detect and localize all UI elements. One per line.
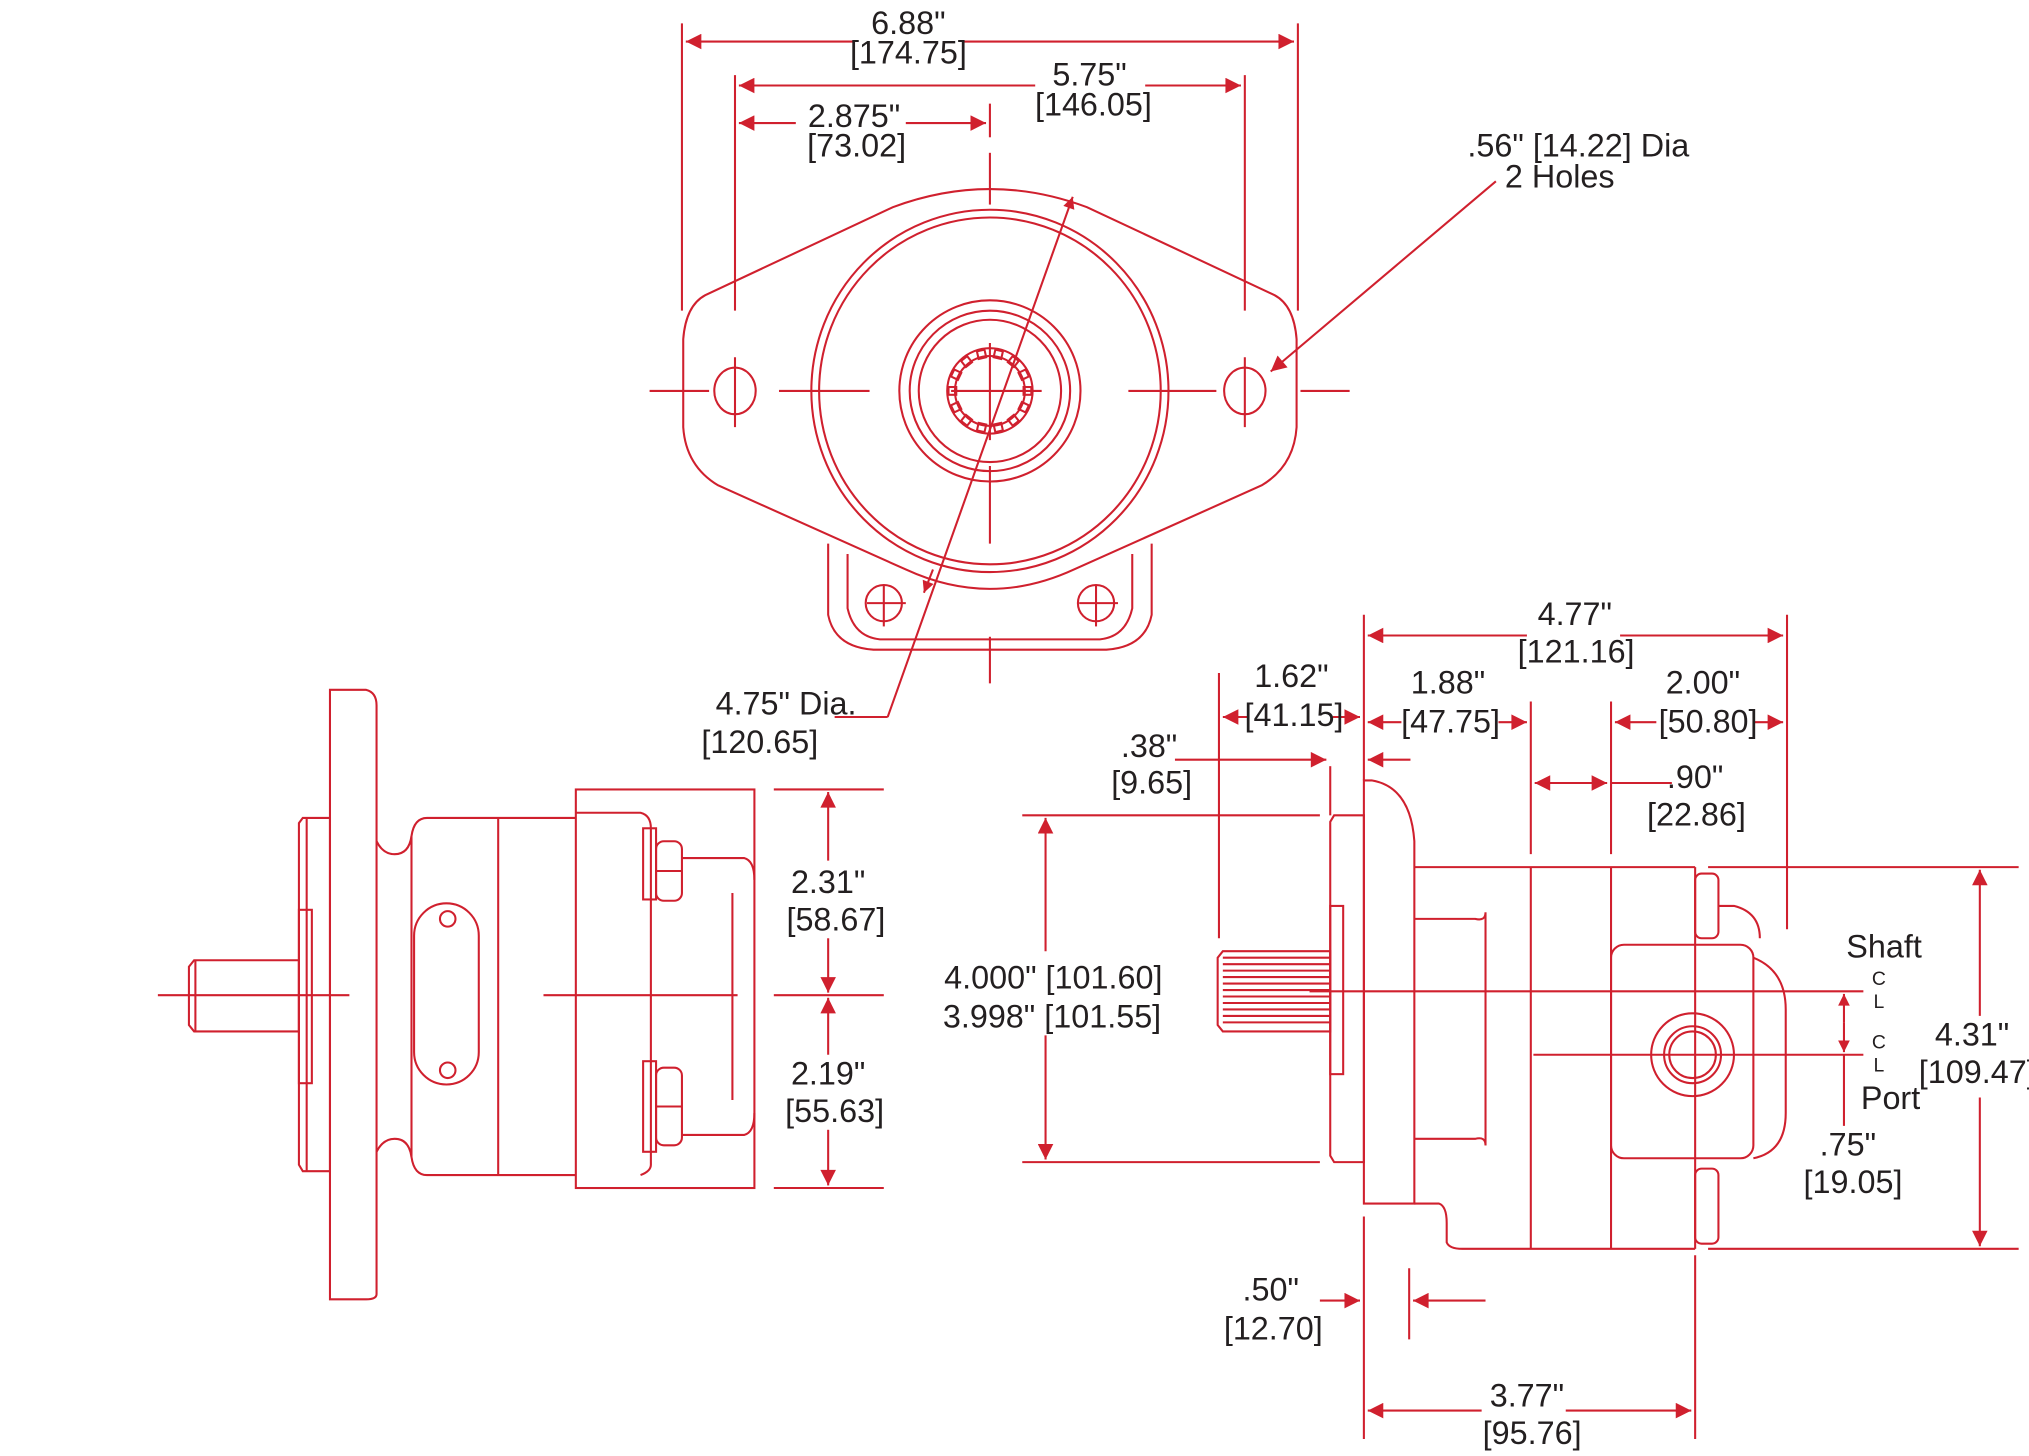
pilot-circle-inner (818, 216, 1162, 566)
shaft-collar (297, 908, 313, 1085)
lower-height-mm: [55.63] (785, 1093, 884, 1129)
end-cover-step (575, 811, 652, 1177)
overall-width-mm: [174.75] (850, 35, 967, 71)
flange-outline (682, 188, 1298, 590)
flange-thickness-mm: [12.70] (1224, 1310, 1323, 1346)
nut (642, 1060, 658, 1153)
lower-lug (827, 543, 1153, 651)
pilot-dia-leader (922, 569, 934, 594)
body-bottom (1414, 1202, 1696, 1250)
end-length-in: 2.00" (1666, 665, 1740, 701)
spline-tooth (992, 348, 1005, 361)
body-length-in: 1.88" (1411, 665, 1485, 701)
spline-tooth (1017, 368, 1031, 382)
shaft-collar (1329, 904, 1345, 1076)
nut (1694, 1167, 1720, 1245)
seal-ring (917, 318, 1063, 464)
shaft-label: Shaft (1846, 929, 1922, 965)
spline-tooth (949, 400, 963, 414)
rivet (438, 1061, 457, 1080)
port-face (1414, 1137, 1487, 1146)
flange-side (1362, 779, 1416, 1205)
pilot-tolerance-max: 4.000" [101.60] (944, 960, 1162, 996)
shaft-length-mm: [41.15] (1245, 697, 1344, 733)
pilot-dia-in: 4.75" Dia. (716, 685, 857, 721)
upper-height-mm: [58.67] (786, 902, 885, 938)
flange-thickness-in: .50" (1242, 1272, 1298, 1308)
centerline-l: L (1873, 991, 1884, 1013)
body-bottom (375, 1137, 576, 1177)
pilot-side (297, 816, 332, 1173)
gap-mm: [22.86] (1647, 797, 1746, 833)
lower-height-in: 2.19" (791, 1055, 865, 1091)
spline-tooth (1017, 400, 1031, 414)
centerline-c: C (1872, 1031, 1886, 1053)
name-plate (413, 902, 480, 1086)
body-top (375, 816, 576, 856)
nut (642, 827, 658, 901)
spline-shaft (1216, 950, 1332, 1033)
front-view: 6.88" [174.75] 5.75" [146.05] 2.875" [73… (649, 5, 1689, 760)
spline-tooth (975, 348, 988, 361)
port-boss (681, 1112, 756, 1136)
body-length-mm: [47.75] (1401, 704, 1500, 740)
mount-hole-spec: .56" [14.22] Dia (1467, 128, 1689, 164)
side-view-right: 4.77" [121.16] 1.62" [41.15] 1.88" [47.7… (943, 596, 2029, 1451)
half-spacing-mm: [73.02] (807, 128, 906, 164)
mount-hole-count: 2 Holes (1505, 159, 1615, 195)
end-length-mm: [50.80] (1659, 704, 1758, 740)
centerline-l: L (1873, 1055, 1884, 1077)
upper-height-in: 2.31" (791, 864, 865, 900)
port-boss (681, 857, 756, 881)
overall-length-in: 4.77" (1538, 596, 1612, 632)
port-face (1414, 912, 1487, 921)
overall-height-mm: [109.47] (1919, 1054, 2029, 1090)
spline-tooth (949, 368, 963, 382)
pilot-depth-mm: [9.65] (1111, 764, 1192, 800)
overall-height-in: 4.31" (1935, 1017, 2009, 1053)
spline-tooth (959, 413, 974, 428)
shaft-length-in: 1.62" (1254, 658, 1328, 694)
spline-teeth (947, 348, 1033, 434)
gap-in: .90" (1667, 759, 1723, 795)
pilot-side (1329, 814, 1365, 1164)
bolt-spacing-in: 5.75" (1052, 57, 1126, 93)
pilot-dia-leader (886, 196, 1075, 718)
overall-width-in: 6.88" (871, 5, 945, 41)
lower-lug-inner (846, 553, 1134, 641)
spline-tooth (992, 421, 1005, 434)
half-spacing-in: 2.875" (808, 98, 900, 134)
nut-cap (1718, 904, 1761, 939)
nut (1694, 872, 1720, 940)
base-length-mm: [95.76] (1483, 1415, 1582, 1451)
port-offset-in: .75" (1820, 1127, 1876, 1163)
rivet (438, 910, 457, 928)
base-length-in: 3.77" (1490, 1378, 1564, 1414)
port-block-edge (1752, 956, 1787, 1160)
pilot-tolerance-min: 3.998" [101.55] (943, 999, 1161, 1035)
end-cover (574, 788, 756, 1190)
spline-outline (1216, 950, 1332, 1033)
port-block (1610, 943, 1755, 1160)
pilot-dia-mm: [120.65] (701, 724, 818, 760)
shaft (187, 959, 300, 1033)
spline-tooth (975, 421, 988, 434)
pilot-circle (810, 208, 1170, 574)
port-label: Port (1861, 1080, 1920, 1116)
flange-side (328, 688, 378, 1301)
port-offset-mm: [19.05] (1804, 1164, 1903, 1200)
pilot-depth-in: .38" (1121, 728, 1177, 764)
centerline-c: C (1872, 968, 1886, 990)
bolt-spacing-mm: [146.05] (1035, 86, 1152, 122)
mount-hole-leader (1270, 180, 1497, 373)
overall-length-mm: [121.16] (1518, 634, 1635, 670)
spline-tooth (1006, 413, 1021, 428)
spline-tooth (959, 354, 974, 369)
side-view-left: 2.31" [58.67] 2.19" [55.63] (157, 688, 885, 1301)
